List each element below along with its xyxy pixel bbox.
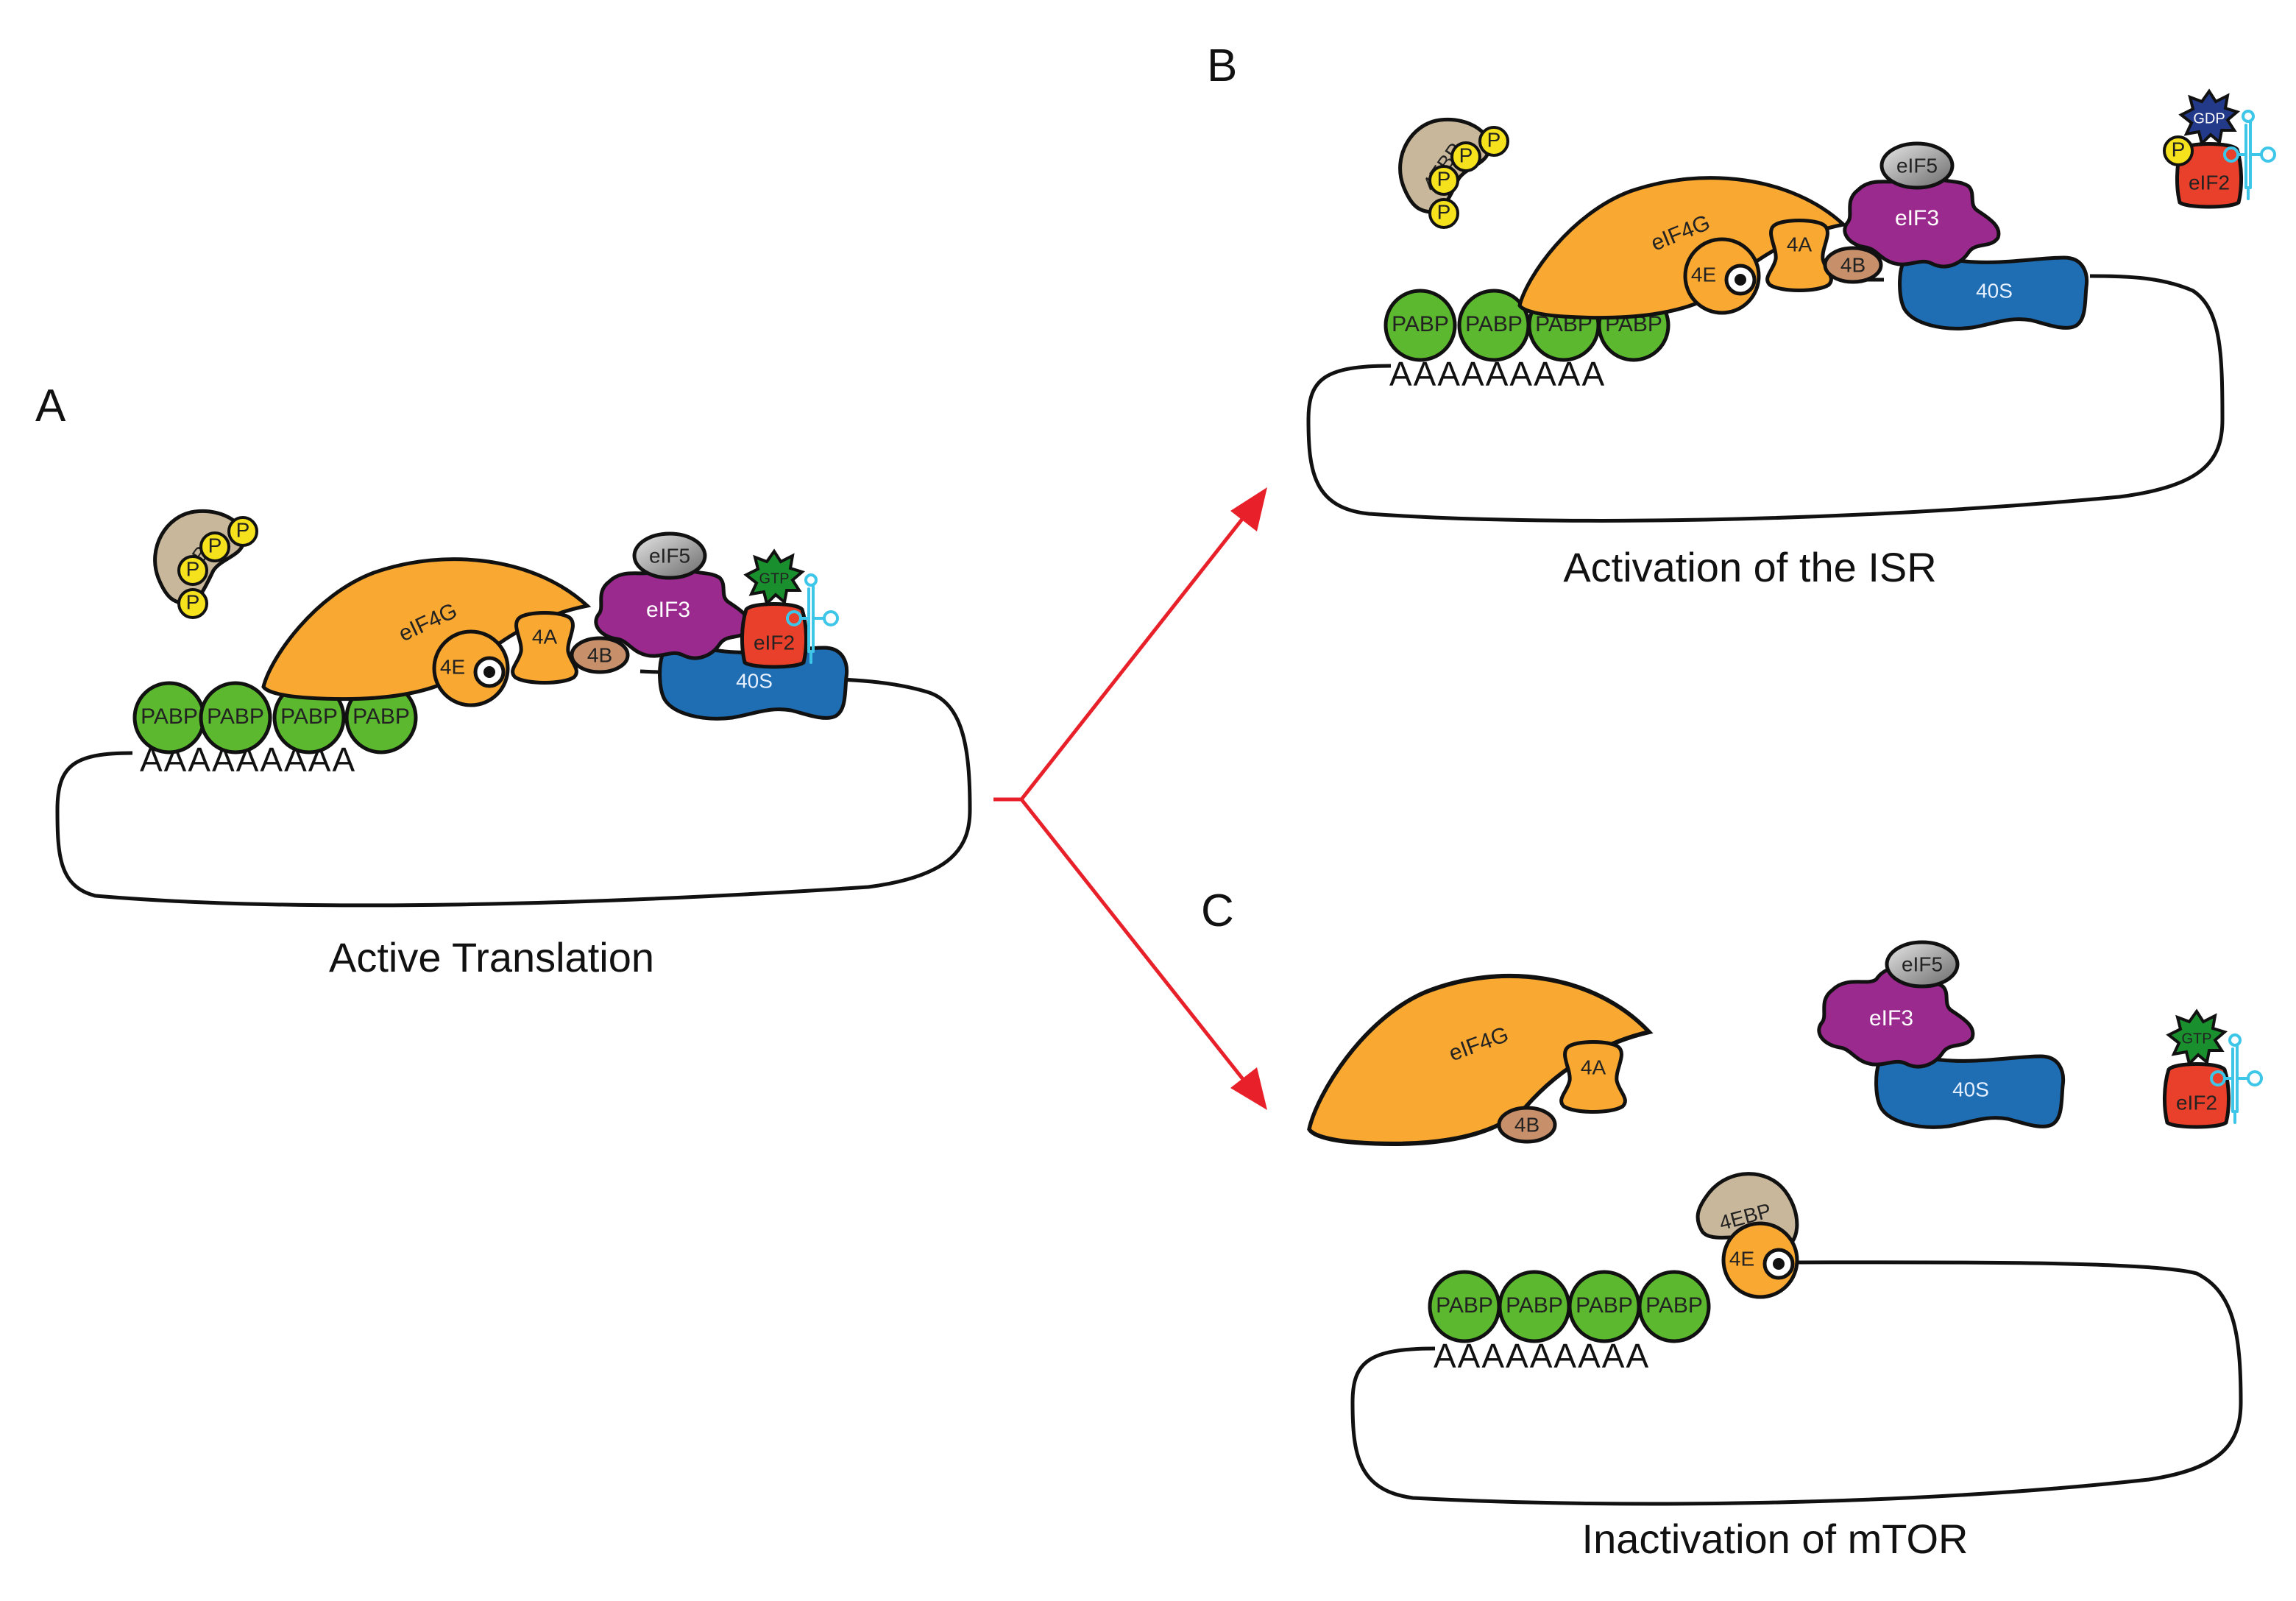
- phospho-label: P: [1487, 128, 1501, 151]
- panel-c-letter: C: [1201, 886, 1234, 936]
- phospho-label: P: [208, 534, 222, 556]
- mrna-loop-c: [1350, 1260, 2243, 1506]
- pabp-label: PABP: [1506, 1293, 1563, 1318]
- eif3-b: eIF3: [1845, 169, 1999, 266]
- pabp-label: PABP: [141, 704, 198, 729]
- eif4e-a: 4E: [434, 632, 508, 705]
- pabp-label: PABP: [1645, 1293, 1703, 1318]
- eif2-a: eIF2: [742, 604, 806, 668]
- arrow-head-to-c: [1230, 1067, 1267, 1110]
- eif4e-b: 4E: [1685, 239, 1759, 313]
- eif4b-a: 4B: [572, 638, 628, 672]
- eif3-label: eIF3: [1869, 1006, 1913, 1031]
- eif2-c: eIF2: [2164, 1064, 2228, 1128]
- pabp-group-c: PABP PABP PABP PABP: [1430, 1272, 1709, 1341]
- phospho-label: P: [1459, 144, 1473, 166]
- eif4b-label: 4B: [587, 643, 612, 666]
- eif5-label: eIF5: [1896, 154, 1938, 177]
- ribosome-40s-b: 40S: [1900, 258, 2087, 328]
- panel-a-letter: A: [35, 381, 66, 431]
- gdp-b: GDP: [2180, 90, 2239, 145]
- gtp-label: GTP: [2181, 1031, 2211, 1047]
- eif4b-label: 4B: [1514, 1113, 1539, 1136]
- pabp-label: PABP: [1436, 1293, 1493, 1318]
- phospho-label: P: [2172, 138, 2186, 160]
- phospho-label: P: [186, 557, 200, 580]
- phospho-label: P: [236, 518, 250, 541]
- panel-b: B AAAAAAAAA PABP PABP PABP PABP eIF4G 4A…: [1207, 40, 2276, 590]
- pabp-group-b: PABP PABP PABP PABP: [1386, 291, 1668, 360]
- panel-b-letter: B: [1207, 40, 1237, 91]
- eif5-label: eIF5: [649, 544, 690, 567]
- eif4a-a: 4A: [513, 613, 577, 683]
- panel-b-caption: Activation of the ISR: [1563, 544, 1936, 590]
- eif4e-label: 4E: [440, 655, 465, 678]
- ribosome-label: 40S: [1952, 1078, 1989, 1100]
- branch-arrows: [993, 487, 1267, 1110]
- eif4e-label: 4E: [1691, 263, 1716, 286]
- phospho-label: P: [186, 590, 200, 613]
- gtp-label: GTP: [759, 570, 789, 587]
- eif5-label: eIF5: [1902, 953, 1943, 975]
- eif4b-b: 4B: [1825, 248, 1881, 282]
- mrna-loop-a: [55, 677, 972, 908]
- eif4e-c: 4E: [1723, 1223, 1797, 1297]
- phospho-group-a: P P P P: [177, 516, 258, 619]
- eif4a-label: 4A: [1581, 1056, 1606, 1078]
- eif5-c: eIF5: [1887, 942, 1957, 986]
- eif2-label: eIF2: [2176, 1091, 2217, 1114]
- eif3-a: eIF3: [596, 560, 750, 658]
- pabp-group-a: PABP PABP PABP PABP: [135, 683, 416, 752]
- eif5-a: eIF5: [634, 534, 705, 578]
- eif4a-c: 4A: [1562, 1042, 1626, 1112]
- panel-c: C eIF4G 4A 4B 40S eIF3 eIF5 eIF2: [1201, 886, 2263, 1562]
- eif2-b: eIF2: [2177, 144, 2241, 208]
- poly-a-tail-c: AAAAAAAAA: [1434, 1337, 1650, 1375]
- phospho-group-b: P P P P: [1428, 126, 1509, 229]
- eif5-b: eIF5: [1882, 144, 1952, 188]
- eif4a-label: 4A: [532, 625, 558, 648]
- pabp-label: PABP: [352, 704, 410, 729]
- eif4g-c: eIF4G: [1309, 976, 1649, 1144]
- eif3-label: eIF3: [1895, 206, 1939, 230]
- pabp-label: PABP: [1465, 312, 1523, 336]
- gtp-c: GTP: [2167, 1010, 2226, 1065]
- phospho-label: P: [1437, 167, 1451, 190]
- ribosome-40s-a: 40S: [660, 648, 847, 718]
- ribosome-label: 40S: [1976, 279, 2013, 302]
- gtp-a: GTP: [745, 550, 804, 605]
- pabp-label: PABP: [207, 704, 264, 729]
- gdp-label: GDP: [2193, 110, 2225, 127]
- eif2-label: eIF2: [2189, 171, 2230, 194]
- eif4b-label: 4B: [1840, 253, 1866, 276]
- phospho-label: P: [1437, 200, 1451, 223]
- eif4b-c: 4B: [1499, 1108, 1555, 1142]
- eif2-label: eIF2: [754, 631, 795, 654]
- eif3-label: eIF3: [646, 598, 690, 622]
- panel-a: A AAAAAAAAA PABP PABP PABP PABP eIF4G 4A…: [35, 381, 972, 980]
- panel-a-caption: Active Translation: [329, 934, 654, 980]
- ribosome-40s-c: 40S: [1877, 1056, 2063, 1127]
- ribosome-label: 40S: [736, 669, 773, 692]
- arrow-head-to-b: [1230, 487, 1267, 531]
- eif3-c: eIF3: [1819, 969, 1973, 1067]
- eif4a-label: 4A: [1787, 233, 1813, 255]
- mrna-loop-b: [1306, 274, 2225, 523]
- pabp-label: PABP: [1576, 1293, 1633, 1318]
- pabp-label: PABP: [280, 704, 338, 729]
- eif4a-b: 4A: [1768, 221, 1832, 291]
- phospho-eif2-b: P: [2163, 135, 2194, 166]
- panel-c-caption: Inactivation of mTOR: [1582, 1516, 1969, 1562]
- eif4e-label: 4E: [1729, 1247, 1754, 1270]
- pabp-label: PABP: [1392, 312, 1449, 336]
